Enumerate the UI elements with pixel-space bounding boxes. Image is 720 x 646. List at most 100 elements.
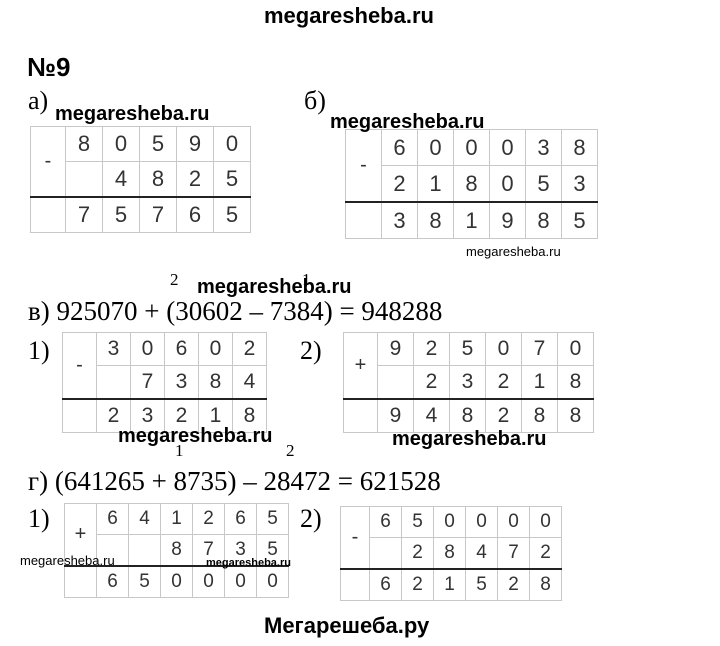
digit-cell: 1: [417, 165, 454, 203]
digit-cell: 1: [433, 568, 466, 601]
digit-cell: 8: [417, 201, 454, 239]
operator-sign: -: [340, 506, 370, 570]
digit-cell: 1: [453, 201, 490, 239]
watermark: megaresheba.ru: [197, 276, 352, 298]
digit-cell: 1: [160, 503, 193, 535]
digit-cell: 2: [485, 398, 522, 433]
digit-cell: 7: [65, 196, 103, 233]
digit-cell: 3: [164, 365, 199, 400]
digit-cell: 8: [561, 129, 598, 166]
digit-cell: 5: [213, 196, 251, 233]
expression-g: г) (641265 + 8735) – 28472 = 621528: [28, 466, 441, 497]
step-label: 1): [28, 336, 50, 365]
operator-cell-empty: [343, 398, 378, 433]
digit-cell: 2: [192, 503, 225, 535]
digit-cell: [96, 365, 131, 400]
digit-cell: 5: [401, 506, 434, 538]
digit-cell: 0: [160, 565, 193, 598]
digit-cell: 7: [497, 537, 530, 570]
order-mark: 2: [286, 441, 295, 460]
digit-cell: 5: [561, 201, 598, 239]
digit-cell: 8: [449, 398, 486, 433]
order-mark: 1: [175, 441, 184, 460]
footer-watermark[interactable]: Мегарешеба.ру: [264, 613, 430, 638]
digit-cell: 2: [485, 365, 522, 400]
operator-sign: -: [62, 332, 97, 400]
digit-cell: [65, 161, 103, 198]
digit-cell: 6: [96, 503, 129, 535]
watermark: megaresheba.ru: [392, 428, 547, 450]
digit-cell: 4: [102, 161, 140, 198]
digit-cell: [369, 537, 402, 570]
digit-cell: 5: [256, 534, 289, 567]
digit-cell: 7: [139, 196, 177, 233]
digit-cell: 0: [489, 129, 526, 166]
digit-cell: 0: [489, 165, 526, 203]
digit-cell: 5: [128, 565, 161, 598]
digit-cell: 8: [139, 161, 177, 198]
digit-cell: 0: [529, 506, 562, 538]
order-mark: 1: [302, 270, 311, 289]
digit-cell: 6: [369, 568, 402, 601]
digit-cell: [377, 365, 414, 400]
digit-cell: 5: [256, 503, 289, 535]
digit-cell: 2: [413, 365, 450, 400]
operator-cell-empty: [64, 565, 97, 598]
operator-cell-empty: [345, 201, 382, 239]
digit-cell: 3: [525, 129, 562, 166]
digit-cell: 5: [465, 568, 498, 601]
operator-sign: -: [345, 129, 382, 203]
digit-cell: 6: [176, 196, 214, 233]
digit-cell: 8: [232, 398, 267, 433]
digit-cell: 2: [381, 165, 418, 203]
digit-cell: 2: [497, 568, 530, 601]
digit-cell: 6: [164, 332, 199, 366]
watermark: megaresheba.ru: [330, 111, 485, 133]
expression-v: в) 925070 + (30602 – 7384) = 948288: [28, 296, 442, 327]
digit-cell: 5: [525, 165, 562, 203]
site-header[interactable]: megaresheba.ru: [264, 3, 434, 28]
part-label-g: г): [28, 466, 49, 496]
digit-cell: 4: [232, 365, 267, 400]
step-label: 1): [28, 504, 50, 533]
part-label-v: в): [28, 296, 50, 326]
digit-cell: 5: [139, 126, 177, 162]
problem-number: №9: [27, 52, 71, 82]
order-mark: 2: [170, 270, 179, 289]
digit-cell: 5: [449, 332, 486, 366]
digit-cell: 9: [176, 126, 214, 162]
digit-cell: 0: [224, 565, 257, 598]
digit-cell: 3: [561, 165, 598, 203]
part-label-b: б): [304, 86, 326, 115]
operator-cell-empty: [62, 398, 97, 433]
expression-g-text: (641265 + 8735) – 28472 = 621528: [54, 466, 441, 496]
digit-cell: 4: [128, 503, 161, 535]
digit-cell: 9: [489, 201, 526, 239]
digit-cell: 0: [453, 129, 490, 166]
digit-cell: 2: [232, 332, 267, 366]
digit-cell: 0: [433, 506, 466, 538]
digit-cell: 2: [401, 537, 434, 570]
digit-cell: 1: [521, 365, 558, 400]
digit-cell: 0: [130, 332, 165, 366]
digit-cell: 3: [96, 332, 131, 366]
digit-cell: [128, 534, 161, 567]
digit-cell: 2: [413, 332, 450, 366]
digit-cell: 6: [224, 503, 257, 535]
digit-cell: 3: [449, 365, 486, 400]
